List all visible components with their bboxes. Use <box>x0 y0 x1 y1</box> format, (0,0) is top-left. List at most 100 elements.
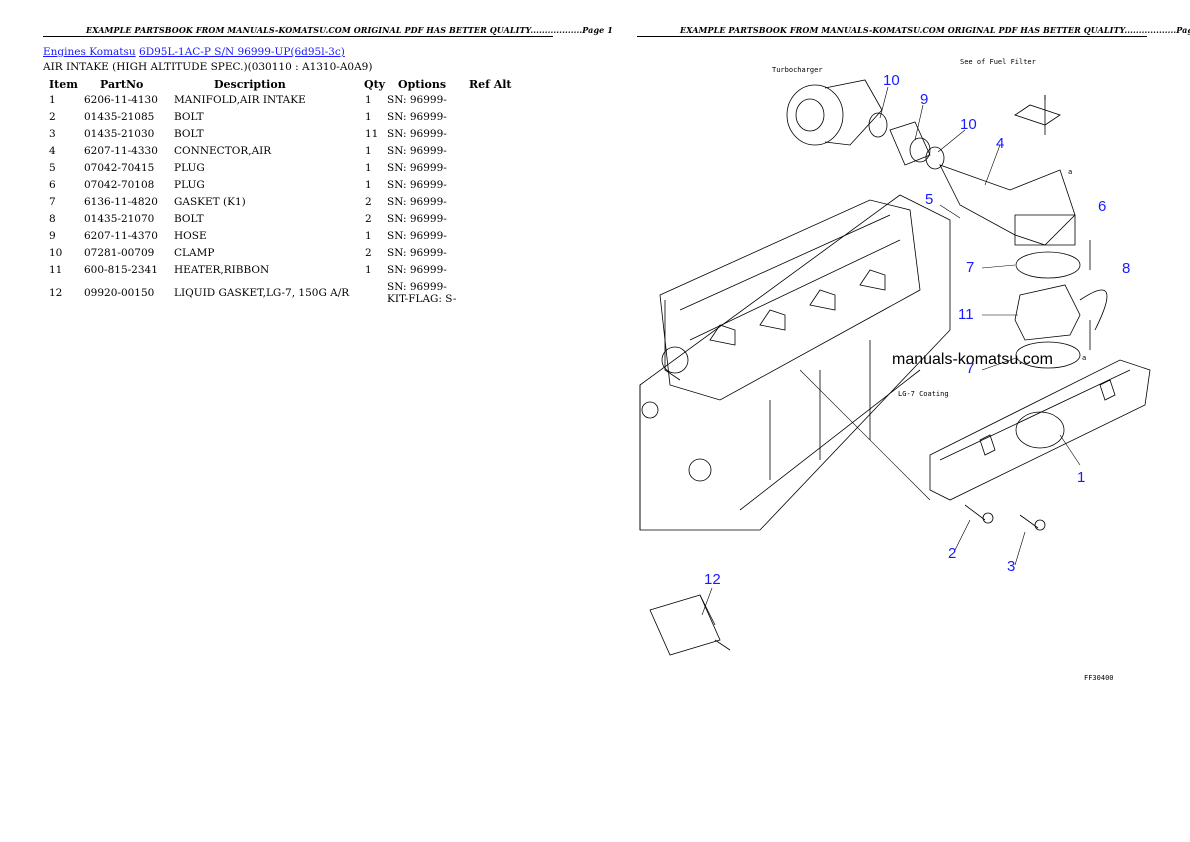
cell-partno: 01435-21030 <box>84 128 155 140</box>
column-header-item: Item <box>49 77 78 91</box>
engine-block-drawing <box>639 194 951 531</box>
cell-qty: 1 <box>365 179 372 191</box>
table-row: 10 07281-00709 CLAMP 2 SN: 96999- <box>43 247 519 264</box>
cell-ref-alt <box>469 145 519 162</box>
callout-12: 12 <box>704 571 721 588</box>
cell-options: SN: 96999- <box>387 162 447 174</box>
cell-description: PLUG <box>174 179 205 191</box>
marker-a-top: a <box>1068 168 1072 176</box>
cell-options: SN: 96999- <box>387 264 447 276</box>
cell-item: 8 <box>49 213 56 225</box>
cell-item: 4 <box>49 145 56 157</box>
cell-item: 11 <box>49 264 63 276</box>
cell-qty: 1 <box>365 264 372 276</box>
cell-description: BOLT <box>174 111 204 123</box>
cell-ref-alt <box>469 162 519 179</box>
callout-1: 1 <box>1077 469 1085 486</box>
option-line: KIT-FLAG: S- <box>387 293 457 305</box>
cell-qty <box>363 281 387 305</box>
cell-partno: 07042-70415 <box>84 162 155 174</box>
cell-qty: 1 <box>365 145 372 157</box>
cell-item: 5 <box>49 162 56 174</box>
callout-5: 5 <box>925 191 933 208</box>
cell-item: 10 <box>49 247 63 259</box>
air-connector-drawing <box>939 95 1076 246</box>
callout-8: 8 <box>1122 260 1130 277</box>
cell-ref-alt <box>469 247 519 264</box>
cell-qty: 1 <box>365 162 372 174</box>
parts-diagram: Turbocharger See of Fuel Filter LG-7 Coa… <box>639 58 1151 682</box>
turbocharger-label: Turbocharger <box>772 66 823 74</box>
cell-qty: 2 <box>365 247 372 259</box>
cell-partno: 09920-00150 <box>84 287 155 299</box>
header-rule-left <box>43 36 553 37</box>
cell-partno: 6206-11-4130 <box>84 94 158 106</box>
column-header-description: Description <box>214 77 286 91</box>
breadcrumb-link-model[interactable]: 6D95L-1AC-P S/N 96999-UP(6d95l-3c) <box>139 46 345 58</box>
cell-item: 6 <box>49 179 56 191</box>
breadcrumb-link-engines[interactable]: Engines Komatsu <box>43 46 136 58</box>
cell-ref-alt <box>469 213 519 230</box>
callout-10-lower: 10 <box>960 116 977 133</box>
table-row: 11 600-815-2341 HEATER,RIBBON 1 SN: 96999- <box>43 264 519 281</box>
cell-item: 2 <box>49 111 56 123</box>
page-header-right: EXAMPLE PARTSBOOK FROM MANUALS-KOMATSU.C… <box>680 25 1190 35</box>
cell-description: MANIFOLD,AIR INTAKE <box>174 94 306 106</box>
cell-qty: 1 <box>365 230 372 242</box>
cell-ref-alt <box>469 196 519 213</box>
cell-ref-alt <box>469 94 519 111</box>
cell-options: SN: 96999- <box>387 247 447 259</box>
column-header-options: Options <box>398 77 447 91</box>
drawing-number: FF30400 <box>1084 674 1114 682</box>
option-line: SN: 96999- <box>387 281 447 293</box>
cell-ref-alt <box>469 128 519 145</box>
cell-partno: 01435-21070 <box>84 213 155 225</box>
cell-qty: 1 <box>365 111 372 123</box>
cell-partno: 01435-21085 <box>84 111 155 123</box>
cell-ref-alt <box>469 179 519 196</box>
cell-partno: 07281-00709 <box>84 247 155 259</box>
table-row: 12 09920-00150 LIQUID GASKET,LG-7, 150G … <box>43 281 519 305</box>
callout-9: 9 <box>920 91 928 108</box>
cell-qty: 1 <box>365 94 372 106</box>
cell-options: SN: 96999- <box>387 111 447 123</box>
cell-ref-alt <box>469 111 519 128</box>
cell-description: CLAMP <box>174 247 215 259</box>
cell-partno: 6207-11-4330 <box>84 145 158 157</box>
cell-description: CONNECTOR,AIR <box>174 145 272 157</box>
cell-partno: 600-815-2341 <box>84 264 158 276</box>
cell-item: 12 <box>49 287 63 299</box>
cell-options: SN: 96999- <box>387 94 447 106</box>
callout-3: 3 <box>1007 558 1015 575</box>
leader-lines <box>701 86 1081 616</box>
table-row: 2 01435-21085 BOLT 1 SN: 96999- <box>43 111 519 128</box>
column-header-ref-alt: Ref Alt <box>469 77 512 91</box>
column-header-qty: Qty <box>364 77 386 91</box>
cell-description: HEATER,RIBBON <box>174 264 270 276</box>
cell-description: LIQUID GASKET,LG-7, 150G A/R <box>174 287 350 299</box>
cell-item: 3 <box>49 128 56 140</box>
table-header-row: Item PartNo Description Qty Options Ref … <box>43 77 519 94</box>
cell-description: HOSE <box>174 230 207 242</box>
hose-drawing <box>868 112 945 170</box>
cell-partno: 6136-11-4820 <box>84 196 158 208</box>
callout-2: 2 <box>948 545 956 562</box>
cell-item: 9 <box>49 230 56 242</box>
cell-qty: 2 <box>365 196 372 208</box>
parts-table: Item PartNo Description Qty Options Ref … <box>43 77 519 306</box>
cell-description: BOLT <box>174 213 204 225</box>
cell-options: SN: 96999- <box>387 230 447 242</box>
cell-options: SN: 96999- <box>387 196 447 208</box>
intake-manifold-drawing <box>929 359 1151 501</box>
cell-options: SN: 96999- KIT-FLAG: S- <box>387 281 469 305</box>
callout-7-upper: 7 <box>966 259 974 276</box>
callout-11: 11 <box>958 306 974 323</box>
cell-ref-alt <box>469 264 519 281</box>
callout-6: 6 <box>1098 198 1106 215</box>
